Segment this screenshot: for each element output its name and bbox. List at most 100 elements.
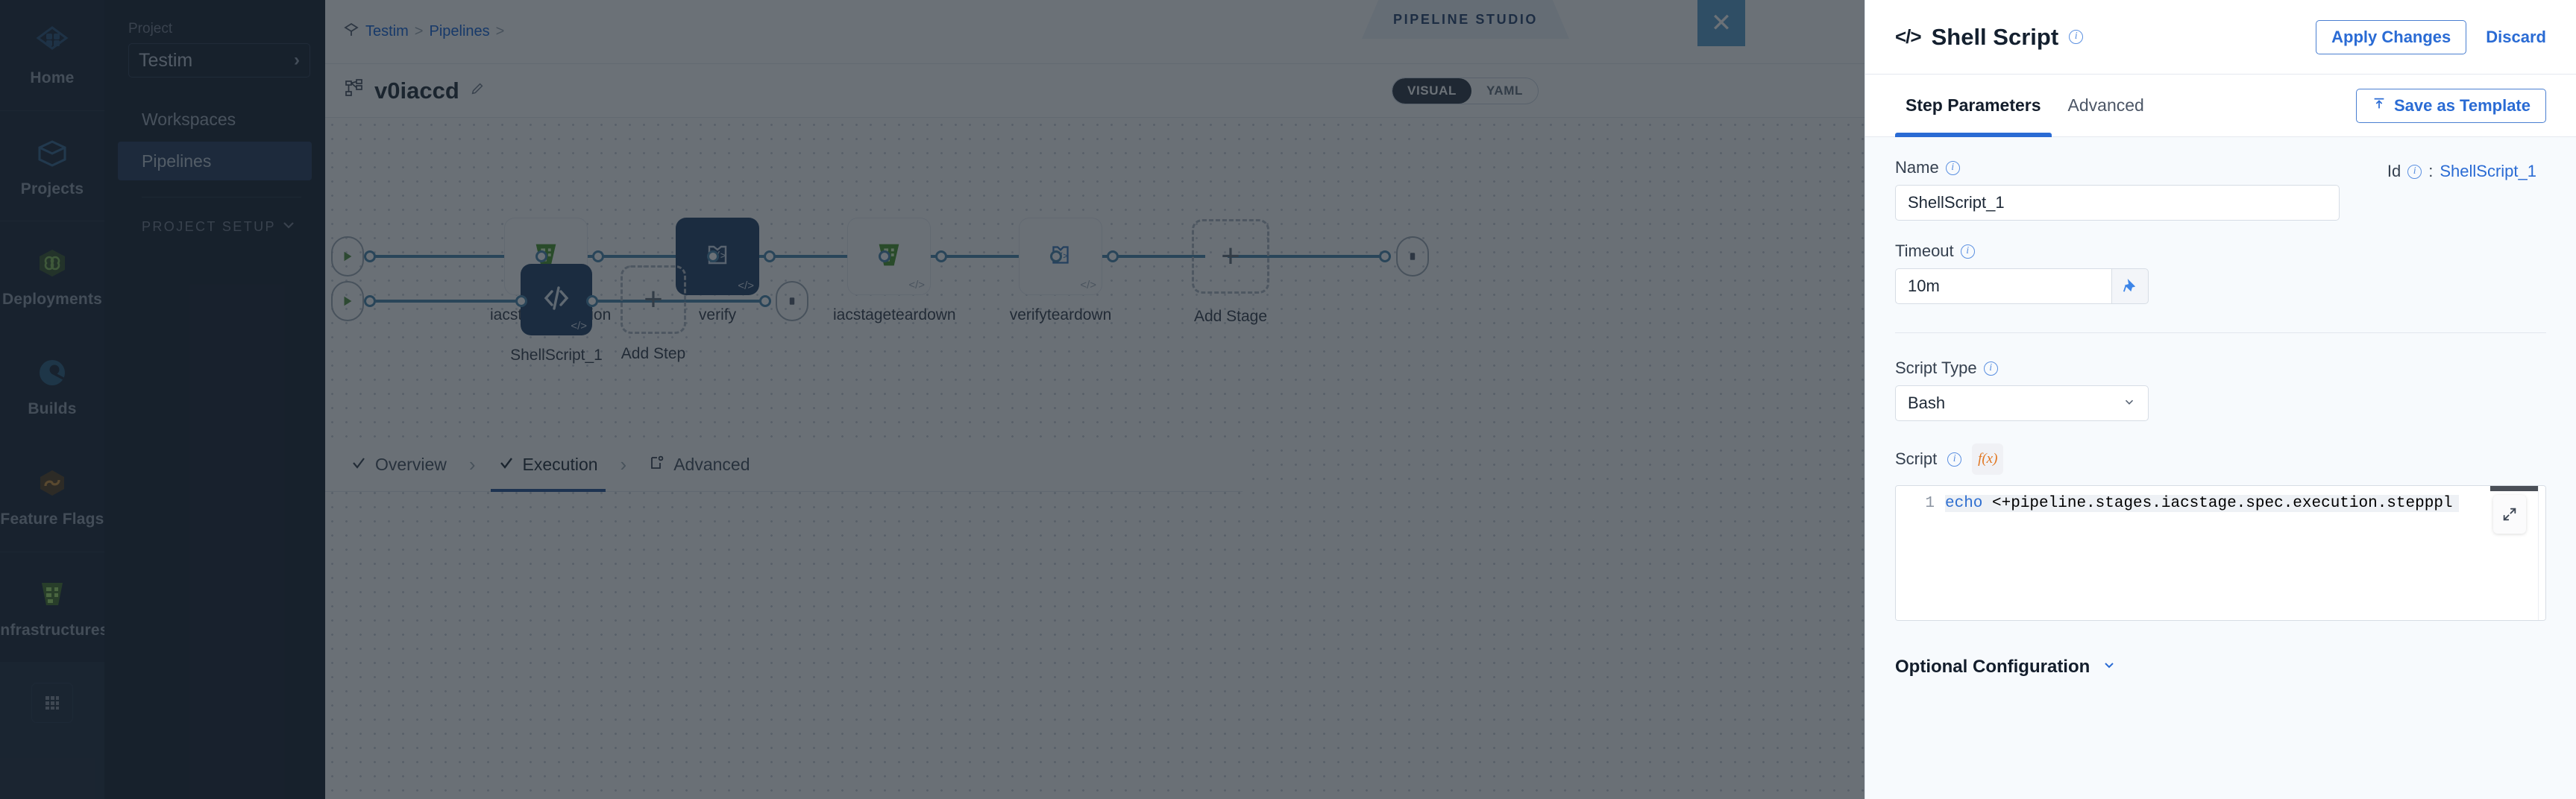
execution-start-node[interactable]: [331, 281, 364, 321]
rail-item-deployments[interactable]: Deployments: [0, 221, 104, 331]
script-type-label-text: Script Type: [1895, 359, 1977, 377]
step-tabs: Overview › Execution › Advance: [325, 438, 1243, 492]
toggle-visual[interactable]: VISUAL: [1392, 78, 1471, 104]
timeout-label-text: Timeout: [1895, 241, 1954, 260]
code-keyword: echo: [1945, 495, 1983, 512]
advanced-gear-icon: [649, 455, 665, 476]
name-input[interactable]: ShellScript_1: [1895, 185, 2340, 221]
sidebar-item-workspaces[interactable]: Workspaces: [118, 100, 312, 139]
tab-panel-advanced[interactable]: Advanced: [2058, 75, 2155, 137]
execution-end-node[interactable]: [776, 281, 808, 321]
tab-advanced[interactable]: Advanced: [637, 438, 761, 492]
code-badge-icon: </>: [571, 320, 587, 332]
info-icon[interactable]: i: [1960, 244, 1975, 259]
id-value[interactable]: ShellScript_1: [2440, 162, 2536, 180]
rail-item-home[interactable]: Home: [0, 0, 104, 110]
info-icon[interactable]: i: [1983, 361, 1998, 376]
code-brackets-icon: </>: [1895, 25, 1922, 48]
code-badge-icon: </>: [908, 279, 925, 291]
grid-icon[interactable]: [31, 683, 73, 723]
script-label-text: Script: [1895, 449, 1938, 468]
breadcrumb-icon: [343, 22, 359, 42]
save-as-template-button[interactable]: Save as Template: [2355, 88, 2546, 123]
timeout-field: 10m: [1895, 268, 2149, 304]
add-step-box[interactable]: +: [621, 265, 686, 334]
chevron-down-icon: [2123, 394, 2136, 413]
breadcrumb-sep-2: >: [495, 23, 505, 40]
info-icon[interactable]: i: [1945, 160, 1960, 175]
connector-dot: [535, 250, 547, 262]
rail-item-infrastructures[interactable]: Infrastructures: [0, 552, 108, 662]
code-badge-icon: </>: [1080, 279, 1096, 291]
editor-code-area[interactable]: echo <+pipeline.stages.iacstage.spec.exe…: [1945, 486, 2545, 620]
timeout-input-value: 10m: [1908, 277, 1940, 295]
add-step-button[interactable]: + Add Step: [621, 265, 686, 362]
info-icon[interactable]: i: [2407, 164, 2422, 179]
tab-label: Execution: [522, 455, 598, 474]
tab-chevron-icon: ›: [468, 453, 476, 476]
add-stage-label: Add Stage: [1193, 308, 1268, 325]
connector-dot: [586, 295, 598, 307]
pipeline-start-node[interactable]: [331, 236, 364, 277]
panel-header-actions: Apply Changes Discard: [2316, 19, 2546, 54]
script-label: Script i f(x): [1895, 443, 2546, 475]
step-node-shellscript-1[interactable]: </> ShellScript_1: [510, 264, 603, 364]
connector-dot: [515, 295, 527, 307]
tab-step-parameters[interactable]: Step Parameters: [1895, 75, 2052, 137]
tab-execution[interactable]: Execution: [486, 438, 610, 492]
editor-horizontal-scrollbar[interactable]: [2490, 486, 2538, 491]
save-as-template-label: Save as Template: [2393, 95, 2531, 115]
visual-yaml-toggle[interactable]: VISUAL YAML: [1392, 78, 1539, 104]
code-tail: ppl: [2424, 495, 2453, 512]
fx-expression-button[interactable]: f(x): [1972, 443, 2004, 475]
editor-vertical-scrollbar[interactable]: [2538, 486, 2545, 620]
panel-body: Name i Id i : ShellScript_1 ShellScript_…: [1865, 137, 2576, 799]
info-icon[interactable]: i: [2069, 30, 2084, 44]
close-icon[interactable]: ✕: [1697, 0, 1745, 46]
optional-configuration-toggle[interactable]: Optional Configuration: [1895, 657, 2546, 678]
timeout-input[interactable]: 10m: [1895, 268, 2111, 304]
add-stage-box[interactable]: +: [1192, 219, 1269, 294]
discard-button[interactable]: Discard: [2486, 27, 2546, 46]
sidebar-item-pipelines[interactable]: Pipelines: [118, 142, 312, 180]
project-selector[interactable]: Testim ›: [128, 43, 310, 78]
shell-script-icon: [538, 280, 574, 320]
editor-gutter: 1: [1896, 486, 1945, 620]
rail-item-projects[interactable]: Projects: [0, 110, 104, 221]
chevron-down-icon: [2102, 657, 2117, 677]
expand-fullscreen-icon[interactable]: [2493, 495, 2526, 534]
breadcrumb: Testim > Pipelines >: [325, 22, 504, 42]
info-icon[interactable]: i: [1947, 452, 1962, 467]
stage-connector: [370, 255, 519, 258]
rail-item-builds[interactable]: Builds: [0, 331, 104, 441]
check-icon: [351, 455, 367, 476]
pipeline-end-node[interactable]: [1396, 236, 1429, 277]
script-type-select[interactable]: Bash: [1895, 385, 2149, 421]
rail-label-builds: Builds: [28, 400, 77, 418]
edit-pencil-icon[interactable]: [470, 81, 485, 100]
sidebar-section-label: PROJECT SETUP: [142, 219, 276, 234]
pin-icon[interactable]: [2111, 268, 2149, 304]
breadcrumb-pipelines[interactable]: Pipelines: [429, 23, 490, 40]
breadcrumb-testim[interactable]: Testim: [365, 23, 409, 40]
connector-dot: [764, 250, 776, 262]
connector-dot: [759, 295, 771, 307]
tab-pipeline-studio[interactable]: PIPELINE STUDIO: [1362, 0, 1570, 39]
toggle-yaml[interactable]: YAML: [1486, 83, 1523, 98]
name-id-row: Name i Id i : ShellScript_1: [1895, 158, 2536, 185]
template-upload-icon: [2372, 96, 2387, 116]
add-stage-button[interactable]: + Add Stage: [1192, 219, 1269, 325]
tab-overview[interactable]: Overview: [339, 438, 459, 492]
panel-title-text: Shell Script: [1931, 23, 2059, 50]
pipeline-graph-icon: [345, 79, 364, 102]
timeout-label: Timeout i: [1895, 241, 2546, 261]
script-editor[interactable]: 1 echo <+pipeline.stages.iacstage.spec.e…: [1895, 485, 2546, 621]
sidebar-section-project-setup[interactable]: PROJECT SETUP: [118, 198, 312, 237]
panel-title: </> Shell Script i: [1895, 23, 2084, 51]
step-node-box[interactable]: </>: [521, 264, 592, 335]
id-label: Id: [2387, 162, 2401, 180]
rail-label-home: Home: [30, 69, 75, 87]
id-separator: :: [2428, 162, 2434, 180]
apply-changes-button[interactable]: Apply Changes: [2316, 19, 2467, 54]
rail-item-feature-flags[interactable]: Feature Flags: [0, 441, 104, 552]
